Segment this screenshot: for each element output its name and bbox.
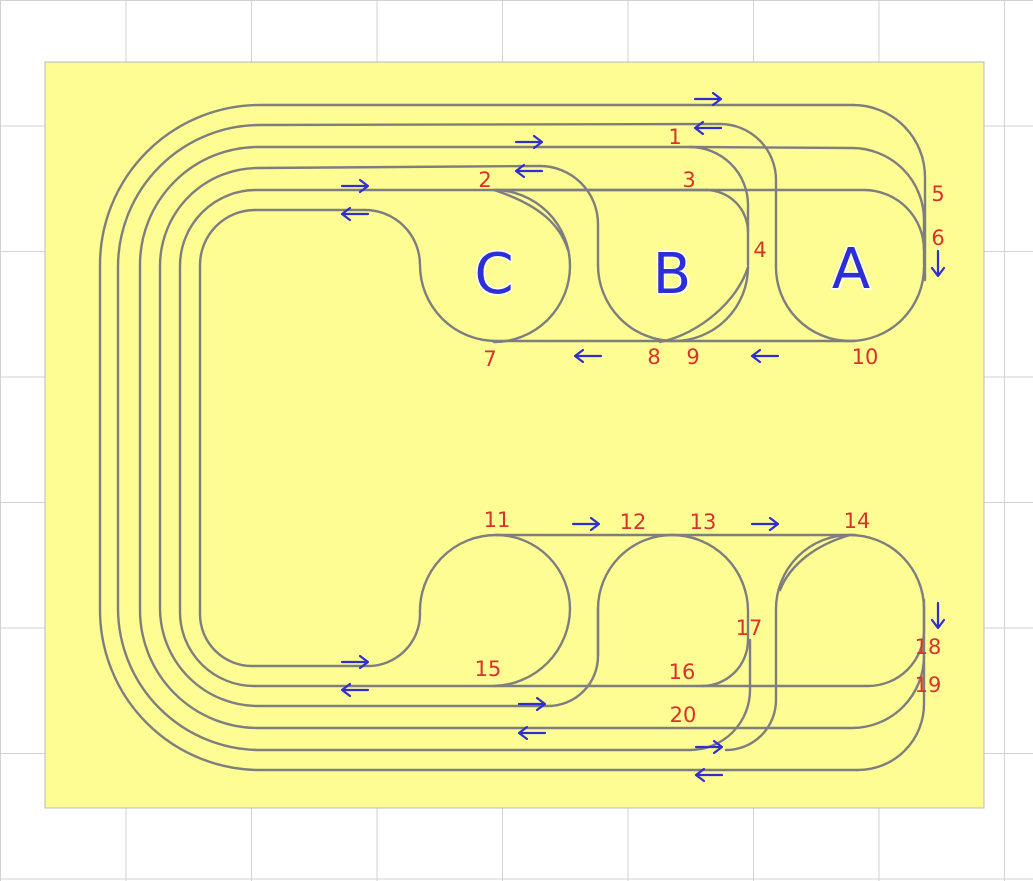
zone-label-a: A — [832, 237, 870, 302]
left-arrow-icon — [573, 348, 603, 364]
loop-a-bottom-diag — [778, 533, 852, 592]
point-label: 10 — [852, 345, 879, 369]
zone-label-c: C — [474, 242, 513, 307]
loop-b-bottom — [596, 533, 674, 658]
down-arrow-icon — [930, 249, 946, 278]
right-arrow-icon — [694, 739, 724, 755]
loop-b-bottom-2 — [670, 533, 750, 688]
loop-a-bottom — [724, 533, 852, 752]
left-arrow-icon — [694, 767, 724, 783]
loop-b-diag — [658, 265, 750, 344]
loop-a — [774, 263, 926, 343]
point-label: 8 — [647, 345, 660, 369]
track-mid-1 — [138, 145, 926, 730]
track-mid-2 — [158, 164, 600, 708]
right-arrow-icon — [340, 654, 370, 670]
point-label: 3 — [682, 168, 695, 192]
point-label: 11 — [484, 508, 511, 532]
point-label: 20 — [670, 703, 697, 727]
left-arrow-icon — [514, 163, 544, 179]
point-label: 17 — [736, 616, 763, 640]
track-top-a — [688, 145, 926, 267]
track-inner-2 — [363, 208, 857, 343]
right-arrow-icon — [517, 696, 547, 712]
point-label: 4 — [753, 238, 766, 262]
left-arrow-icon — [340, 682, 370, 698]
left-arrow-icon — [750, 348, 780, 364]
point-label: 5 — [931, 182, 944, 206]
point-label: 19 — [915, 673, 942, 697]
point-label: 9 — [686, 345, 699, 369]
track-top-b — [538, 164, 600, 267]
right-arrow-icon — [340, 178, 370, 194]
zone-label-b: B — [653, 242, 691, 307]
track-top-a2 — [492, 188, 926, 252]
track-top-b3 — [492, 188, 750, 234]
track-top-a4 — [851, 103, 927, 282]
point-label: 14 — [844, 509, 871, 533]
down-arrow-icon — [930, 601, 946, 630]
point-label: 7 — [483, 347, 496, 371]
loop-a-bottom-2 — [848, 533, 926, 632]
layout-board — [44, 61, 985, 809]
loop-c-diag — [492, 188, 570, 252]
track-top-b2 — [688, 145, 750, 267]
track-inner-1 — [178, 188, 926, 688]
direction-arrows — [340, 91, 946, 783]
point-labels: 1 2 3 4 5 6 7 8 9 10 11 12 13 14 15 16 1… — [475, 125, 945, 727]
track-top-a3 — [718, 122, 778, 267]
point-label: 2 — [478, 168, 491, 192]
left-arrow-icon — [693, 120, 723, 136]
left-arrow-icon — [340, 206, 370, 222]
point-label: 1 — [668, 125, 681, 149]
track-outer-2 — [116, 122, 752, 752]
point-label: 12 — [620, 510, 647, 534]
track-lines — [98, 103, 927, 772]
loop-c — [492, 188, 572, 344]
zone-labels: C B A — [473, 236, 872, 309]
right-arrow-icon — [750, 516, 780, 532]
loop-b — [596, 263, 750, 343]
track-outer-1 — [98, 103, 926, 772]
right-arrow-icon — [514, 134, 544, 150]
track-inner-3 — [198, 208, 498, 668]
point-label: 16 — [669, 660, 696, 684]
right-arrow-icon — [571, 516, 601, 532]
point-label: 13 — [690, 510, 717, 534]
left-arrow-icon — [517, 725, 547, 741]
point-label: 18 — [915, 635, 942, 659]
loop-c-bottom — [492, 533, 572, 688]
point-label: 15 — [475, 657, 502, 681]
right-arrow-icon — [693, 91, 723, 107]
point-label: 6 — [931, 226, 944, 250]
